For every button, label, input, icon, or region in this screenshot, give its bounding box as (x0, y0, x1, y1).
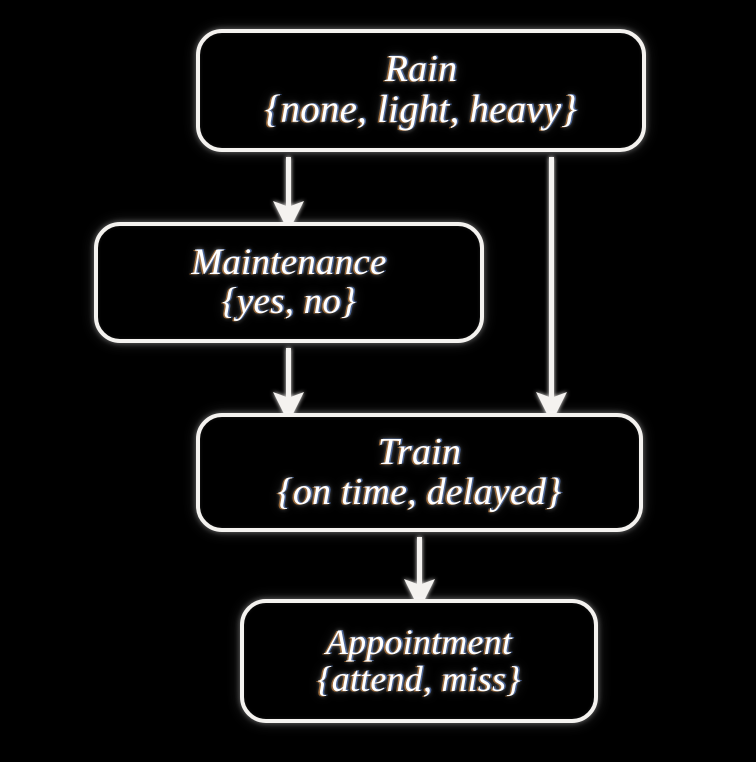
node-train[interactable]: Train {on time, delayed} (196, 413, 643, 532)
node-maintenance-states: {yes, no} (221, 280, 357, 322)
node-maintenance-name: Maintenance (191, 242, 387, 284)
node-rain-states: {none, light, heavy} (264, 87, 578, 131)
node-maintenance[interactable]: Maintenance {yes, no} (94, 222, 484, 343)
node-appointment-states: {attend, miss} (317, 659, 521, 699)
node-appointment[interactable]: Appointment {attend, miss} (240, 599, 598, 723)
node-train-states: {on time, delayed} (277, 470, 562, 513)
node-rain-name: Rain (384, 48, 458, 91)
node-appointment-name: Appointment (325, 621, 513, 662)
node-rain[interactable]: Rain {none, light, heavy} (196, 29, 646, 152)
node-train-name: Train (377, 430, 462, 473)
